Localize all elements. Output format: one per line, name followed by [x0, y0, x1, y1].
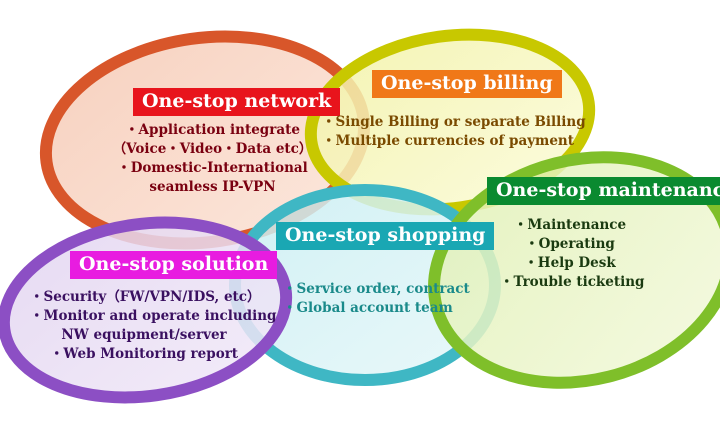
maintenance-ellipse — [428, 151, 720, 389]
maintenance-item: ・Maintenance — [513, 217, 627, 233]
network-item: ・Domestic-International — [117, 160, 308, 176]
solution-item: ・Web Monitoring report — [49, 346, 239, 362]
maintenance-item: ・Operating — [525, 236, 615, 252]
network-title: One-stop network — [133, 88, 341, 116]
shopping-title: One-stop shopping — [276, 222, 495, 250]
maintenance-items: ・Maintenance ・Operating ・Help Desk ・Trou… — [500, 216, 645, 292]
solution-items: ・Security（FW/VPN/IDS, etc） ・Monitor and … — [30, 288, 277, 364]
maintenance-title: One-stop maintenance — [487, 177, 720, 205]
billing-title: One-stop billing — [372, 70, 562, 98]
shopping-item: ・Service order, contract — [283, 281, 470, 297]
network-item: （Voice・Video・Data etc） — [112, 141, 313, 157]
billing-item: ・Single Billing or separate Billing — [322, 114, 586, 130]
solution-item: ・Monitor and operate including — [30, 308, 277, 324]
solution-item: NW equipment/server — [61, 327, 227, 343]
billing-items: ・Single Billing or separate Billing ・Mul… — [322, 113, 586, 151]
solution-item: ・Security（FW/VPN/IDS, etc） — [30, 289, 261, 305]
billing-item: ・Multiple currencies of payment — [322, 133, 574, 149]
shopping-item: ・Global account team — [283, 300, 453, 316]
network-items: ・Application integrate （Voice・Video・Data… — [105, 121, 320, 197]
solution-title: One-stop solution — [70, 251, 278, 279]
shopping-items: ・Service order, contract ・Global account… — [283, 280, 470, 318]
maintenance-item: ・Help Desk — [524, 255, 616, 271]
network-item: seamless IP-VPN — [149, 179, 276, 195]
maintenance-item: ・Trouble ticketing — [500, 274, 645, 290]
network-item: ・Application integrate — [125, 122, 300, 138]
